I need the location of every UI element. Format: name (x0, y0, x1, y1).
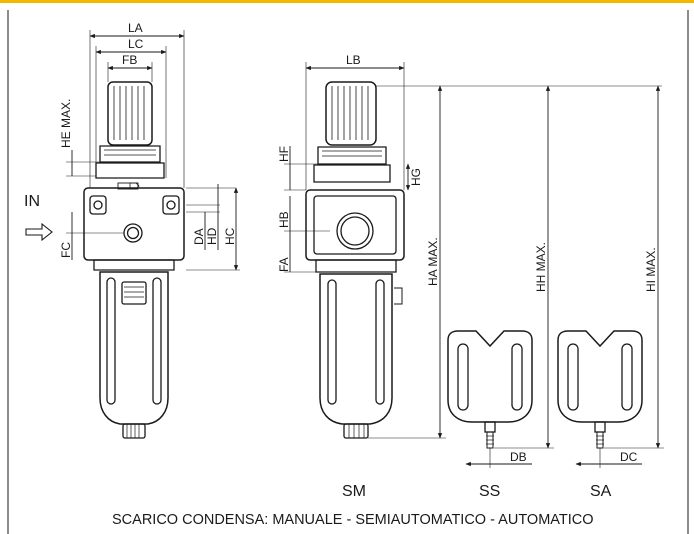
dim-lb: LB (346, 53, 361, 67)
hollow-arrow-right-icon (25, 222, 53, 242)
bowl-label-ss: SS (479, 483, 500, 500)
sa-bowl (557, 330, 643, 449)
dim-hc: HC (223, 227, 237, 245)
dim-fb: FB (122, 53, 137, 67)
front-view (83, 81, 185, 439)
dim-la: LA (128, 21, 143, 35)
dimension-lines (66, 30, 664, 468)
bowl-label-sm: SM (342, 483, 366, 500)
dim-hb: HB (277, 211, 291, 228)
dim-da: DA (192, 228, 206, 245)
dim-hf: HF (277, 146, 291, 162)
bowl-label-sa: SA (590, 483, 612, 500)
condensate-drain-caption: SCARICO CONDENSA: MANUALE - SEMIAUTOMATI… (112, 512, 594, 528)
top-rule (0, 0, 694, 3)
dim-hi: HI MAX. (644, 247, 658, 292)
dim-ha: HA MAX. (426, 237, 440, 286)
side-view (305, 81, 405, 439)
dim-dc: DC (620, 450, 638, 464)
inlet-label: IN (24, 193, 40, 210)
dim-db: DB (510, 450, 527, 464)
dim-he: HE MAX. (59, 99, 73, 148)
dim-hh: HH MAX. (534, 242, 548, 292)
ss-bowl (447, 330, 533, 449)
dim-fa: FA (277, 257, 291, 272)
dim-hg: HG (409, 168, 423, 186)
dim-fc: FC (59, 242, 73, 258)
dim-lc: LC (128, 37, 144, 51)
dim-hd: HD (205, 227, 219, 245)
